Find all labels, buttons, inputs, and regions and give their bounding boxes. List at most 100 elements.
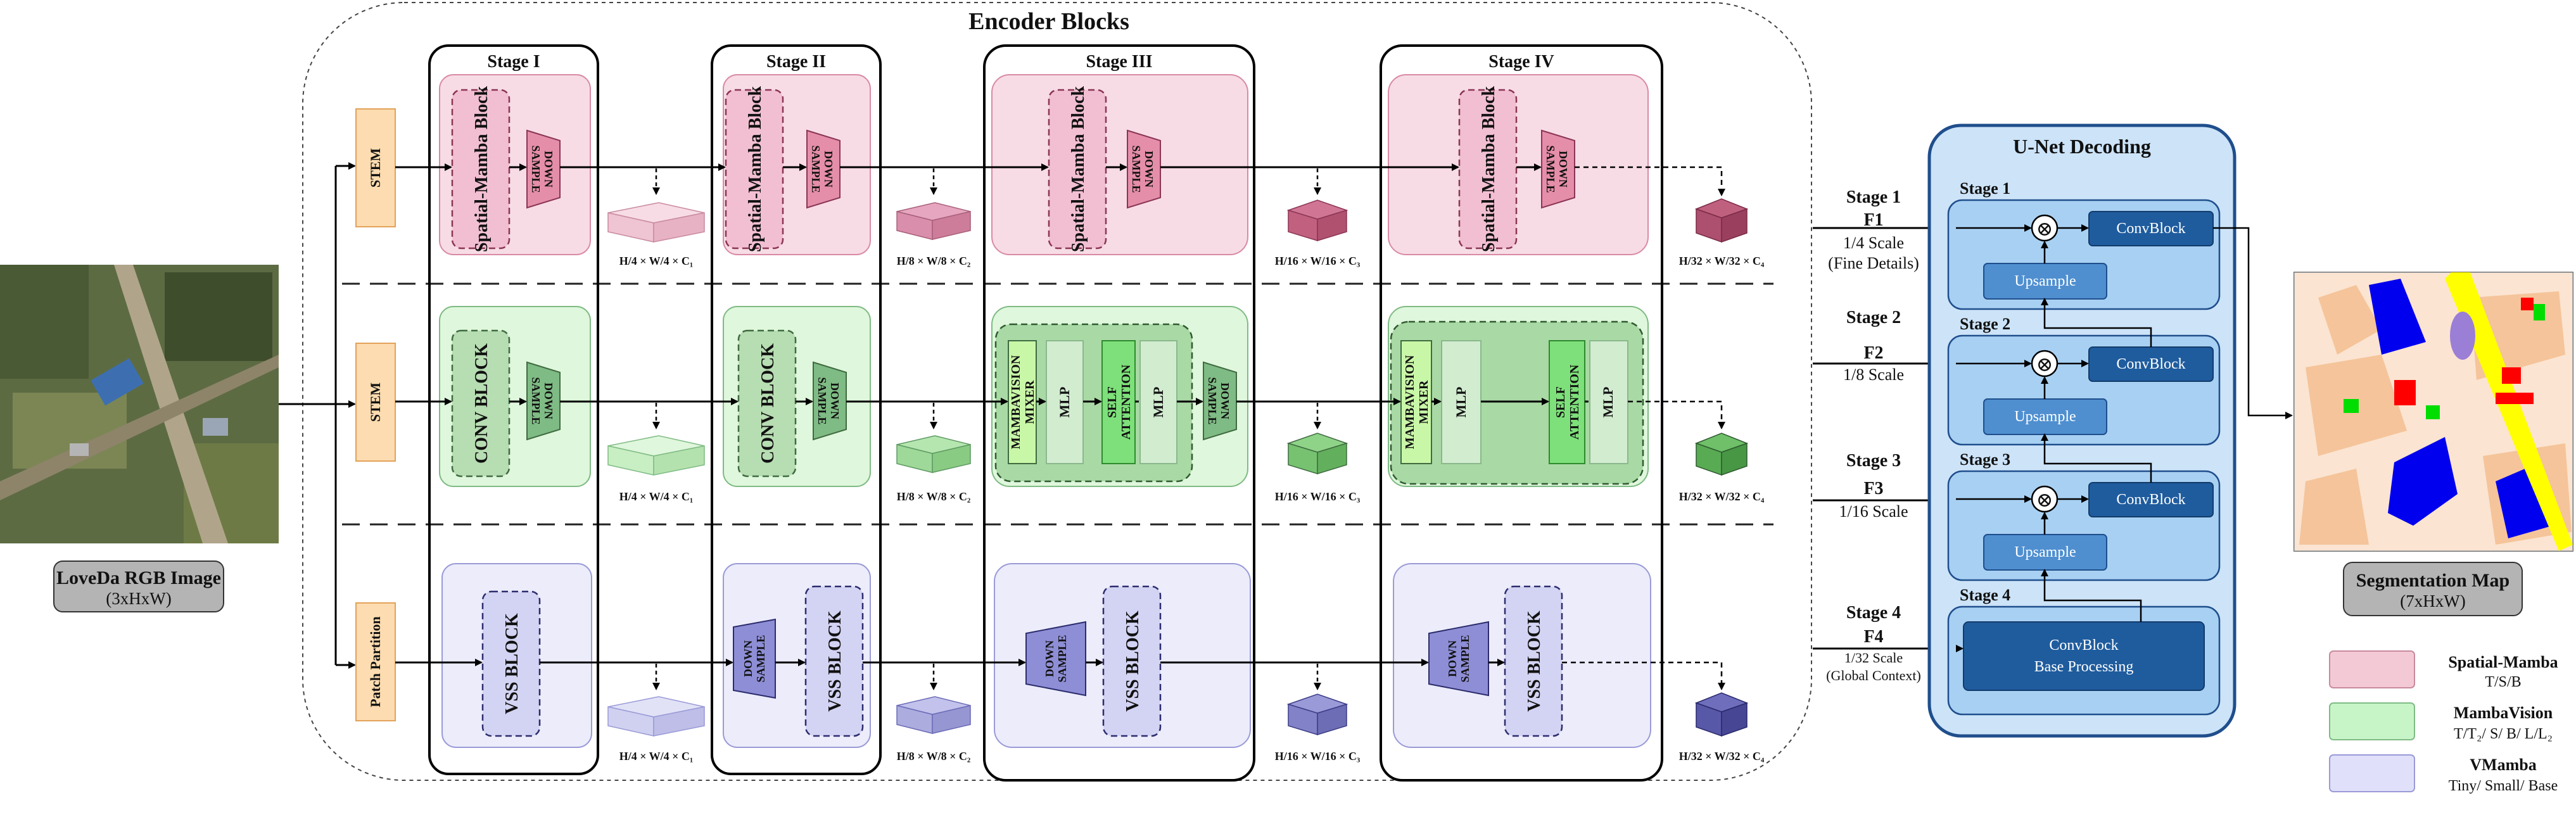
svg-text:Spatial-Mamba: Spatial-Mamba [2448, 653, 2558, 671]
down-sample-r3-s4: DOWNSAMPLE [1428, 621, 1489, 697]
svg-text:(Global Context): (Global Context) [1826, 668, 1921, 683]
legend-mambavision: MambaVision T/T₂/ S/ B/ L/L₂ [2329, 702, 2553, 742]
svg-text:CONV BLOCK: CONV BLOCK [758, 343, 778, 464]
svg-text:1/16 Scale: 1/16 Scale [1839, 502, 1908, 521]
svg-text:VSS BLOCK: VSS BLOCK [1525, 611, 1544, 712]
svg-text:DOWNSAMPLE: DOWNSAMPLE [809, 145, 835, 193]
svg-text:MambaVision: MambaVision [2454, 704, 2553, 722]
down-sample-r2-s1: DOWNSAMPLE [526, 361, 561, 441]
conv-block-2: CONV BLOCK [737, 329, 797, 478]
svg-text:1/4 Scale: 1/4 Scale [1843, 234, 1904, 252]
svg-text:Stage 3: Stage 3 [1846, 451, 1901, 471]
svg-text:Upsample: Upsample [2014, 544, 2076, 560]
svg-text:Stage 2: Stage 2 [1846, 308, 1901, 327]
stage-2-outline [711, 44, 882, 775]
segmentation-map [2294, 272, 2573, 552]
input-label: LoveDa RGB Image [56, 567, 221, 588]
stem-2: STEM [355, 343, 396, 462]
row1-output-dashed [1575, 166, 1725, 196]
vss-block-2: VSS BLOCK [804, 585, 864, 737]
feature-cube-r3-s2 [896, 696, 971, 734]
feature-cube-r1-s2 [896, 202, 971, 240]
row2-tap-arrows [652, 403, 1321, 429]
mambavision-group-s3: MAMBAVISIONMIXER MLP SELFATTENTION MLP [994, 323, 1193, 483]
decoder-stage-4: Stage 4 ConvBlock Base Processing [1947, 586, 2221, 716]
dim-r1-s2: H/8 × W/8 × C₂ [897, 255, 971, 267]
down-sample-r2-s2: DOWNSAMPLE [813, 361, 847, 441]
svg-text:ConvBlock: ConvBlock [2116, 491, 2185, 508]
svg-text:MLP: MLP [1150, 387, 1166, 418]
svg-text:MAMBAVISIONMIXER: MAMBAVISIONMIXER [1009, 355, 1037, 449]
svg-text:VSS BLOCK: VSS BLOCK [825, 611, 845, 712]
vss-block-4: VSS BLOCK [1504, 585, 1563, 737]
svg-text:⊗: ⊗ [2036, 217, 2053, 240]
svg-text:DOWNSAMPLE: DOWNSAMPLE [1130, 145, 1155, 193]
input-label-box [53, 560, 224, 612]
output-label-box [2343, 562, 2523, 616]
svg-text:⊗: ⊗ [2036, 353, 2053, 376]
stage-4-title: Stage IV [1488, 52, 1554, 72]
dim-r3-s1: H/4 × W/4 × C₁ [619, 750, 694, 763]
svg-text:F1: F1 [1863, 210, 1883, 230]
dim-r3-s4: H/32 × W/32 × C₄ [1679, 750, 1765, 763]
svg-text:Stage 1: Stage 1 [1960, 179, 2010, 198]
svg-text:SELFATTENTION: SELFATTENTION [1554, 364, 1582, 440]
svg-text:VMamba: VMamba [2470, 756, 2536, 774]
svg-text:Upsample: Upsample [2014, 408, 2076, 425]
decoder-title: U-Net Decoding [2013, 135, 2151, 158]
dim-r2-s1: H/4 × W/4 × C₁ [619, 490, 694, 503]
svg-text:Base Processing: Base Processing [2034, 659, 2134, 675]
spatial-mamba-block-3: Spatial-Mamba Block [1048, 86, 1107, 253]
dim-r3-s2: H/8 × W/8 × C₂ [897, 750, 971, 763]
svg-text:Spatial-Mamba Block: Spatial-Mamba Block [746, 86, 765, 253]
svg-text:MAMBAVISIONMIXER: MAMBAVISIONMIXER [1403, 355, 1431, 449]
feature-cube-r2-s2 [896, 435, 971, 473]
spatial-mamba-block-1: Spatial-Mamba Block [451, 86, 511, 252]
svg-text:MLP: MLP [1600, 387, 1616, 418]
stage-3-title: Stage III [1086, 52, 1152, 72]
svg-text:DOWNSAMPLE: DOWNSAMPLE [530, 145, 555, 193]
svg-text:Spatial-Mamba Block: Spatial-Mamba Block [1479, 86, 1499, 253]
svg-text:(Fine Details): (Fine Details) [1828, 254, 1919, 272]
feature-cube-r2-s3 [1286, 433, 1348, 475]
down-sample-r1-s3: DOWNSAMPLE [1127, 129, 1161, 209]
spatial-mamba-block-4: Spatial-Mamba Block [1458, 86, 1518, 253]
vss-block-1: VSS BLOCK [481, 590, 541, 737]
stage-1-title: Stage I [487, 52, 540, 72]
feature-cube-r1-s3 [1286, 200, 1348, 242]
svg-text:Upsample: Upsample [2014, 273, 2076, 289]
svg-text:Stage 3: Stage 3 [1960, 450, 2010, 469]
svg-text:STEM: STEM [367, 148, 383, 188]
svg-text:ConvBlock: ConvBlock [2116, 356, 2185, 372]
dim-r2-s2: H/8 × W/8 × C₂ [897, 490, 971, 503]
feature-cube-r2-s1 [607, 435, 705, 476]
down-sample-r1-s2: DOWNSAMPLE [806, 129, 841, 209]
svg-text:DOWNSAMPLE: DOWNSAMPLE [742, 635, 767, 682]
svg-text:F2: F2 [1863, 343, 1883, 363]
svg-text:ConvBlock: ConvBlock [2116, 220, 2185, 237]
down-sample-r3-s2: DOWNSAMPLE [733, 618, 776, 699]
svg-text:T/S/B: T/S/B [2485, 674, 2521, 690]
feature-cube-r1-s4 [1694, 198, 1749, 243]
svg-text:MLP: MLP [1056, 387, 1072, 418]
svg-text:Patch Partition: Patch Partition [367, 616, 383, 707]
svg-text:STEM: STEM [367, 383, 383, 422]
output-dims: (7xHxW) [2400, 592, 2465, 611]
feature-cube-r3-s4 [1694, 692, 1749, 737]
down-sample-r2-s3: DOWNSAMPLE [1203, 361, 1237, 441]
svg-text:DOWNSAMPLE: DOWNSAMPLE [816, 377, 841, 424]
stage-1-outline [428, 44, 599, 775]
decoder-arrows [1956, 224, 2293, 652]
down-sample-r1-s1: DOWNSAMPLE [526, 129, 561, 209]
down-sample-r1-s4: DOWNSAMPLE [1541, 129, 1575, 209]
row1-tap-arrows [652, 168, 1321, 195]
down-sample-r3-s3: DOWNSAMPLE [1025, 621, 1086, 697]
svg-text:Spatial-Mamba Block: Spatial-Mamba Block [1069, 86, 1088, 253]
feature-cube-r3-s1 [607, 696, 705, 737]
svg-text:SELFATTENTION: SELFATTENTION [1105, 364, 1133, 440]
skip-1: Stage 1 F1 1/4 Scale (Fine Details) [1813, 187, 1956, 272]
feature-cube-r3-s3 [1286, 694, 1348, 736]
row3-output-dashed [1562, 661, 1725, 690]
svg-text:DOWNSAMPLE: DOWNSAMPLE [1544, 145, 1570, 193]
svg-text:F4: F4 [1863, 627, 1883, 647]
